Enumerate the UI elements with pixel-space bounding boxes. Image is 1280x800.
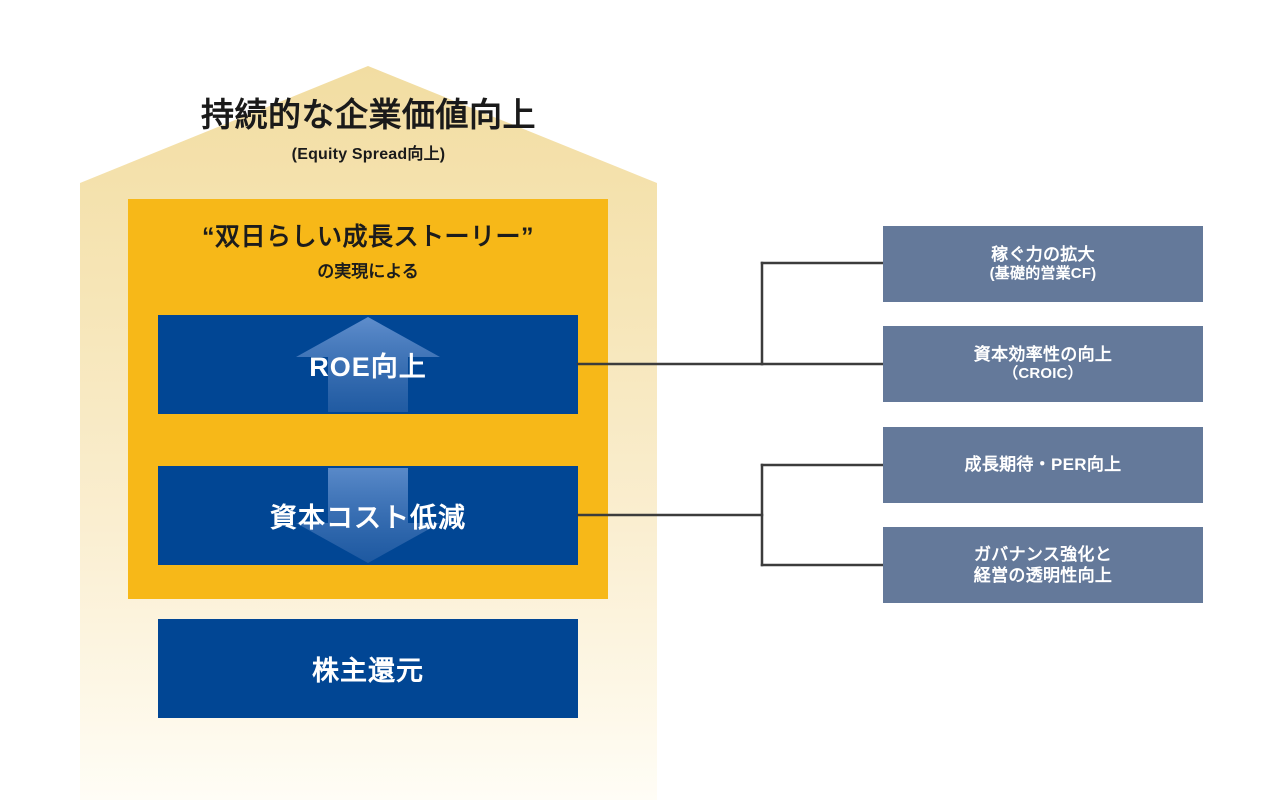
driver-box-line2: 経営の透明性向上 <box>973 566 1113 585</box>
page-subtitle: (Equity Spread向上) <box>291 145 446 163</box>
growth-story-heading: “双日らしい成長ストーリー” の実現による <box>128 199 608 282</box>
driver-box-earnings-power[interactable]: 稼ぐ力の拡大 (基礎的営業CF) <box>883 226 1203 302</box>
core-box-label: 株主還元 <box>312 656 424 686</box>
header: 持続的な企業価値向上 (Equity Spread向上) <box>80 96 657 164</box>
core-box-label: 資本コスト低減 <box>270 503 466 533</box>
up-arrow-watermark <box>296 317 440 412</box>
core-box-shareholder-return[interactable]: 株主還元 <box>158 619 578 718</box>
driver-box-line2: （CROIC） <box>1003 365 1083 383</box>
growth-story-headline: “双日らしい成長ストーリー” <box>201 223 534 251</box>
driver-box-governance[interactable]: ガバナンス強化と 経営の透明性向上 <box>883 527 1203 603</box>
driver-box-growth-per[interactable]: 成長期待・PER向上 <box>883 427 1203 503</box>
driver-box-line1: 成長期待・PER向上 <box>964 455 1122 475</box>
driver-box-capital-efficiency[interactable]: 資本効率性の向上 （CROIC） <box>883 326 1203 402</box>
core-box-label: ROE向上 <box>309 352 427 382</box>
driver-box-line1: 稼ぐ力の拡大 <box>991 245 1095 264</box>
core-box-roe[interactable]: ROE向上 <box>158 315 578 414</box>
down-arrow-watermark <box>296 468 440 563</box>
growth-story-subline: の実現による <box>317 262 419 281</box>
page-title: 持続的な企業価値向上 <box>201 96 536 133</box>
driver-box-line1: ガバナンス強化と <box>973 544 1113 564</box>
core-box-capital-cost[interactable]: 資本コスト低減 <box>158 466 578 565</box>
driver-box-line2: (基礎的営業CF) <box>989 265 1097 283</box>
driver-box-line1: 資本効率性の向上 <box>973 345 1113 364</box>
